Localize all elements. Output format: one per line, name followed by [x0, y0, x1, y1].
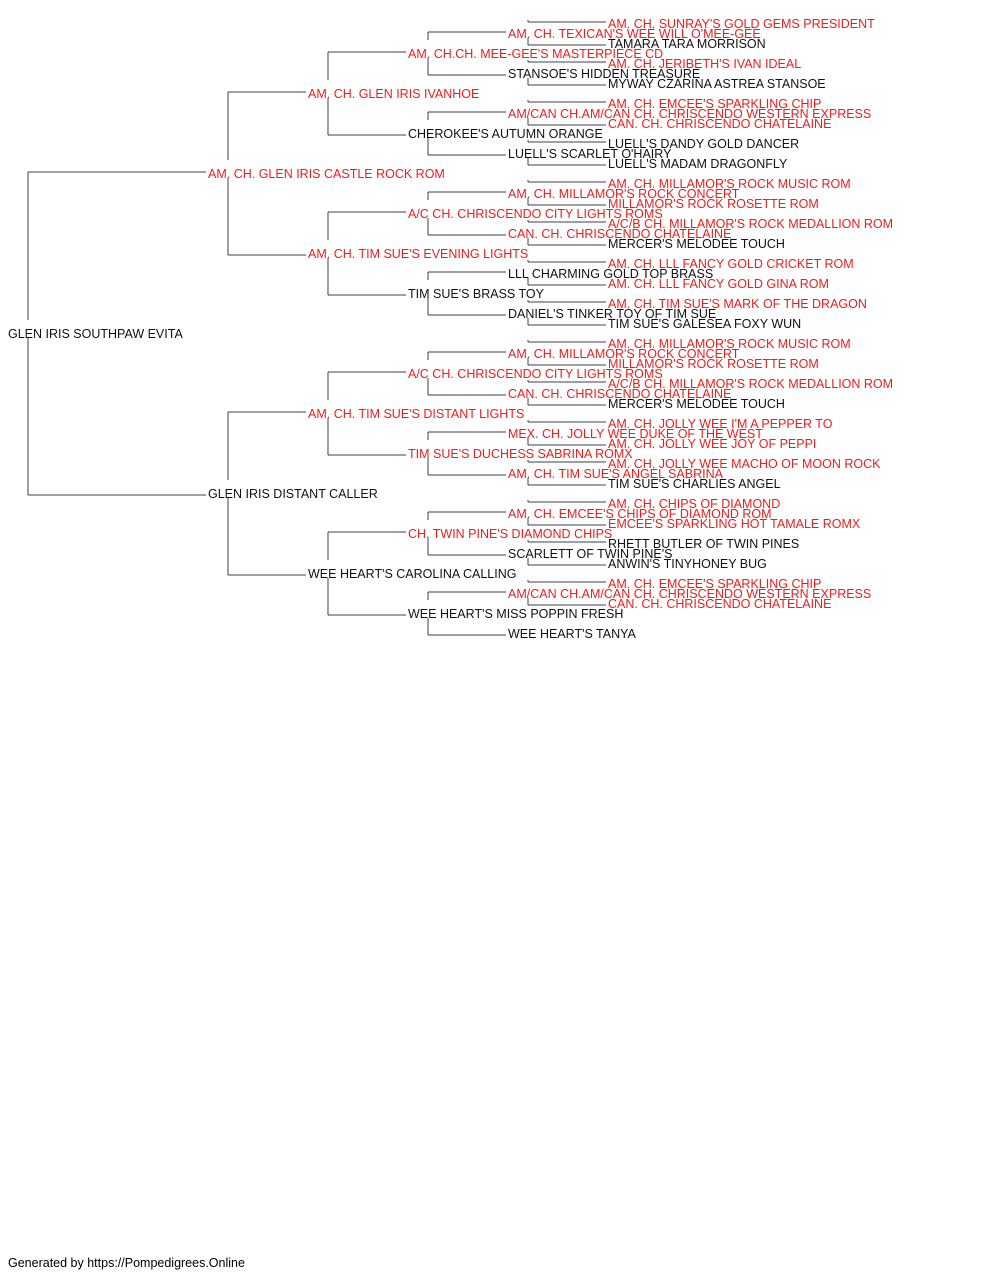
ancestor-name-gen5: LUELL'S DANDY GOLD DANCER: [608, 137, 799, 151]
ancestor-name-gen5: A/C/B CH. MILLAMOR'S ROCK MEDALLION ROM: [608, 377, 893, 391]
ancestor-name-gen4: SCARLETT OF TWIN PINE'S: [508, 547, 672, 561]
ancestor-name-gen3: TIM SUE'S BRASS TOY: [408, 287, 545, 301]
ancestor-name-gen5: TIM SUE'S CHARLIES ANGEL: [608, 477, 781, 491]
ancestor-name-gen3: AM. CH.CH. MEE-GEE'S MASTERPIECE CD: [408, 47, 663, 61]
ancestor-name-gen4: CAN. CH. CHRISCENDO CHATELAINE: [508, 387, 731, 401]
ancestor-name-gen4: AM. CH. TEXICAN'S WEE WILL O'MEE-GEE: [508, 27, 761, 41]
ancestor-name-gen5: MYWAY CZARINA ASTREA STANSOE: [608, 77, 826, 91]
ancestor-name-gen5: AM. CH. MILLAMOR'S ROCK MUSIC ROM: [608, 177, 851, 191]
ancestor-name-gen3: A/C CH. CHRISCENDO CITY LIGHTS ROMS: [408, 207, 663, 221]
ancestor-name-gen4: AM/CAN CH.AM/CAN CH. CHRISCENDO WESTERN …: [508, 107, 871, 121]
ancestor-name-gen5: AM. CH. JOLLY WEE I'M A PEPPER TO: [608, 417, 833, 431]
ancestor-name-gen4: AM/CAN CH.AM/CAN CH. CHRISCENDO WESTERN …: [508, 587, 871, 601]
subject-name: GLEN IRIS SOUTHPAW EVITA: [8, 327, 183, 341]
ancestor-name-gen4: STANSOE'S HIDDEN TREASURE: [508, 67, 700, 81]
ancestor-name-gen5: AM. CH. MILLAMOR'S ROCK MUSIC ROM: [608, 337, 851, 351]
ancestor-name-gen4: AM. CH. TIM SUE'S ANGEL SABRINA: [508, 467, 724, 481]
ancestor-name-gen1: AM. CH. GLEN IRIS CASTLE ROCK ROM: [208, 167, 445, 181]
ancestor-name-gen5: AM. CH. LLL FANCY GOLD GINA ROM: [608, 277, 829, 291]
ancestor-name-gen5: MILLAMOR'S ROCK ROSETTE ROM: [608, 357, 819, 371]
ancestor-name-gen5: RHETT BUTLER OF TWIN PINES: [608, 537, 799, 551]
ancestor-name-gen3: A/C CH. CHRISCENDO CITY LIGHTS ROMS: [408, 367, 663, 381]
ancestor-name-gen2: AM. CH. TIM SUE'S DISTANT LIGHTS: [308, 407, 524, 421]
ancestor-name-gen5: AM. CH. JOLLY WEE JOY OF PEPPI: [608, 437, 816, 451]
ancestor-name-gen4: MEX. CH. JOLLY WEE DUKE OF THE WEST: [508, 427, 763, 441]
ancestor-name-gen5: AM. CH. SUNRAY'S GOLD GEMS PRESIDENT: [608, 17, 875, 31]
ancestor-name-gen5: AM. CH. EMCEE'S SPARKLING CHIP: [608, 97, 821, 111]
ancestor-name-gen5: AM. CH. TIM SUE'S MARK OF THE DRAGON: [608, 297, 867, 311]
ancestor-name-gen5: EMCEE'S SPARKLING HOT TAMALE ROMX: [608, 517, 861, 531]
ancestor-name-gen5: A/C/B CH. MILLAMOR'S ROCK MEDALLION ROM: [608, 217, 893, 231]
ancestor-name-gen5: CAN. CH. CHRISCENDO CHATELAINE: [608, 597, 831, 611]
ancestor-name-gen3: WEE HEART'S MISS POPPIN FRESH: [408, 607, 623, 621]
ancestor-name-gen5: ANWIN'S TINYHONEY BUG: [608, 557, 767, 571]
ancestor-name-gen5: AM. CH. JERIBETH'S IVAN IDEAL: [608, 57, 801, 71]
ancestor-name-gen5: AM. CH. CHIPS OF DIAMOND: [608, 497, 780, 511]
ancestor-name-gen5: AM. CH. EMCEE'S SPARKLING CHIP: [608, 577, 821, 591]
ancestor-name-gen4: AM. CH. EMCEE'S CHIPS OF DIAMOND ROM: [508, 507, 772, 521]
ancestor-name-gen5: MERCER'S MELODEE TOUCH: [608, 237, 785, 251]
ancestor-name-gen5: AM. CH. LLL FANCY GOLD CRICKET ROM: [608, 257, 854, 271]
ancestor-name-gen5: LUELL'S MADAM DRAGONFLY: [608, 157, 788, 171]
ancestor-name-gen2: AM. CH. TIM SUE'S EVENING LIGHTS: [308, 247, 528, 261]
ancestor-name-gen4: AM. CH. MILLAMOR'S ROCK CONCERT: [508, 187, 740, 201]
ancestor-name-gen4: WEE HEART'S TANYA: [508, 627, 637, 641]
ancestor-name-gen5: MILLAMOR'S ROCK ROSETTE ROM: [608, 197, 819, 211]
ancestor-name-gen4: CAN. CH. CHRISCENDO CHATELAINE: [508, 227, 731, 241]
ancestor-name-gen2: WEE HEART'S CAROLINA CALLING: [308, 567, 516, 581]
ancestor-name-gen3: TIM SUE'S DUCHESS SABRINA ROMX: [408, 447, 633, 461]
ancestor-name-gen3: CH. TWIN PINE'S DIAMOND CHIPS: [408, 527, 612, 541]
ancestor-name-gen5: AM. CH. JOLLY WEE MACHO OF MOON ROCK: [608, 457, 881, 471]
ancestor-name-gen5: CAN. CH. CHRISCENDO CHATELAINE: [608, 117, 831, 131]
ancestor-name-gen4: LLL CHARMING GOLD TOP BRASS: [508, 267, 713, 281]
ancestor-name-gen2: AM. CH. GLEN IRIS IVANHOE: [308, 87, 479, 101]
footer-credit: Generated by https://Pompedigrees.Online: [8, 1256, 245, 1270]
ancestor-name-gen3: CHEROKEE'S AUTUMN ORANGE: [408, 127, 603, 141]
ancestor-name-gen4: AM. CH. MILLAMOR'S ROCK CONCERT: [508, 347, 740, 361]
ancestor-name-gen5: TAMARA TARA MORRISON: [608, 37, 766, 51]
ancestor-name-gen5: TIM SUE'S GALESEA FOXY WUN: [608, 317, 801, 331]
ancestor-name-gen1: GLEN IRIS DISTANT CALLER: [208, 487, 378, 501]
ancestor-name-gen4: LUELL'S SCARLET O'HAIRY: [508, 147, 672, 161]
ancestor-name-gen5: MERCER'S MELODEE TOUCH: [608, 397, 785, 411]
ancestor-name-gen4: DANIEL'S TINKER TOY OF TIM SUE: [508, 307, 716, 321]
